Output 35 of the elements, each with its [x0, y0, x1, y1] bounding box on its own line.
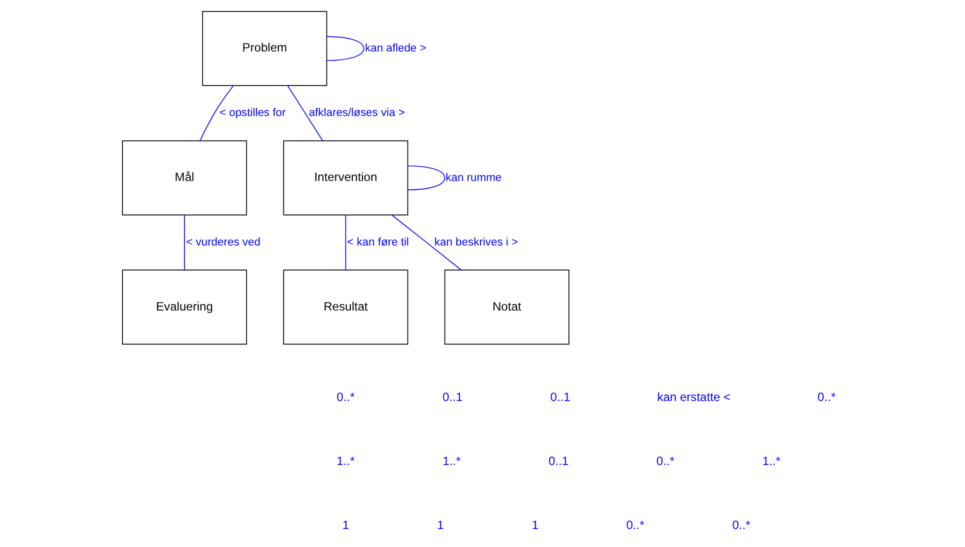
label: 1 [532, 518, 539, 532]
edge-label: < opstilles for [219, 107, 286, 120]
connector [407, 165, 446, 190]
label: 0..1 [550, 390, 570, 404]
label: 1..* [336, 454, 355, 468]
edge-label: < kan føre til [347, 236, 409, 248]
node-box: Notat [444, 270, 570, 345]
node-box: Problem [202, 11, 328, 86]
label: 0..* [656, 454, 674, 468]
connector [345, 214, 346, 270]
edge-label: kan aflede > [365, 42, 426, 54]
node-box: Mål [122, 140, 247, 216]
label: 0..1 [548, 454, 569, 468]
edge-label: kan rumme [446, 172, 502, 184]
connector [184, 214, 185, 270]
connector [287, 85, 324, 142]
node-box: Evaluering [122, 270, 247, 345]
node-box: Intervention [283, 140, 408, 216]
label: 1..* [762, 454, 780, 468]
connector [391, 214, 462, 270]
connector [200, 85, 234, 142]
label: 1 [437, 518, 444, 532]
node-box: Resultat [283, 270, 408, 345]
connector [326, 36, 364, 61]
edge-label: < vurderes ved [186, 236, 260, 248]
label: 1..* [442, 454, 461, 468]
label: 0..* [818, 390, 836, 404]
label: 0..* [732, 518, 750, 532]
label: 0..* [626, 518, 644, 532]
label: kan erstatte < [657, 390, 731, 404]
label: 0..1 [442, 390, 463, 404]
label: 0..* [336, 390, 355, 404]
label: 1 [342, 518, 350, 532]
edge-label: afklares/løses via > [308, 107, 405, 120]
edge-label: kan beskrives i > [434, 236, 518, 248]
